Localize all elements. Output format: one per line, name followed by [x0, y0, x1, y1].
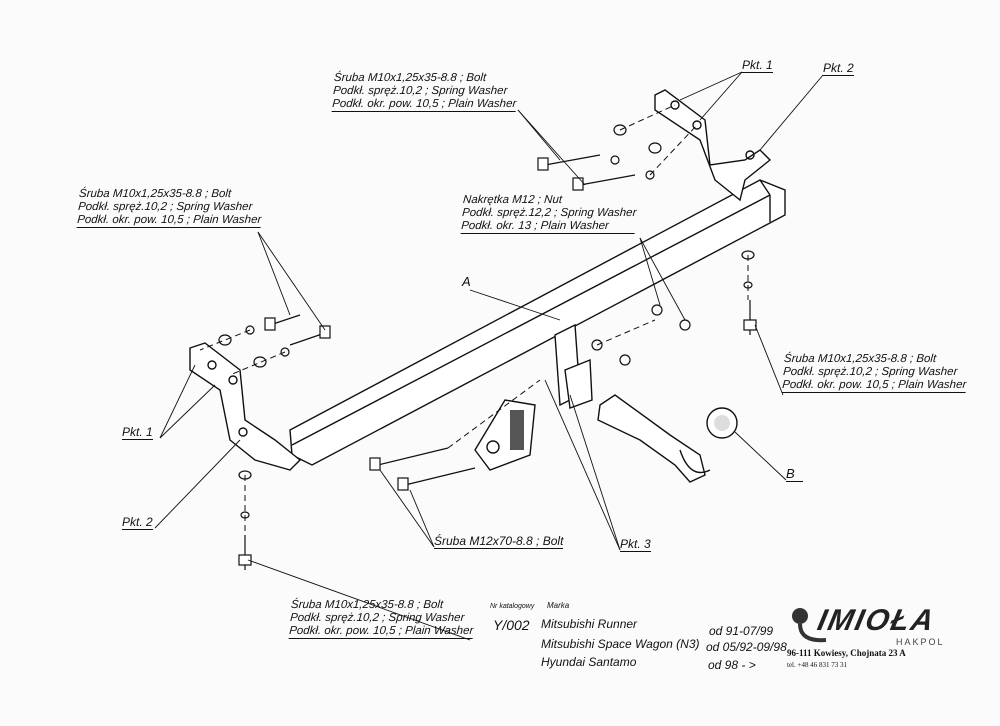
years-row-1: od 91-07/99 — [709, 624, 774, 638]
label-line: Podkł. okr. 13 ; Plain Washer — [460, 220, 636, 234]
header-catalog-number: Nr katalogowy — [490, 603, 535, 610]
label-line: Podkł. okr. pow. 10,5 ; Plain Washer — [288, 625, 474, 639]
socket-plate — [474, 399, 536, 471]
assembly-lines — [199, 104, 749, 535]
label-pkt1-top: Pkt. 1 — [742, 58, 773, 73]
header-make: Marka — [547, 601, 570, 610]
make-row-2: Mitsubishi Space Wagon (N3) — [541, 637, 700, 651]
bolts-and-washers — [218, 124, 757, 570]
label-line: Podkł. okr. pow. 10,5 ; Plain Washer — [781, 379, 967, 393]
label-line: Śruba M10x1,25x35-8.8 ; Bolt — [783, 353, 937, 365]
company-logo: IMIOŁA — [814, 604, 939, 637]
label-line: Podkł. okr. pow. 10,5 ; Plain Washer — [76, 214, 262, 228]
company-address: 96-111 Kowiesy, Chojnata 23 A — [787, 648, 906, 658]
label-line: Podkł. spręż.10,2 ; Spring Washer — [77, 201, 253, 213]
label-m12-bolt: Śruba M12x70-8.8 ; Bolt — [434, 534, 564, 549]
label-line: Nakrętka M12 ; Nut — [462, 194, 563, 206]
label-line: Podkł. spręż.10,2 ; Spring Washer — [782, 366, 958, 378]
leader-lines — [154, 71, 824, 641]
label-pkt2-left: Pkt. 2 — [122, 515, 153, 530]
label-part-a: A — [462, 274, 471, 289]
years-row-2: od 05/92-09/98 — [706, 640, 787, 654]
label-line: Śruba M10x1,25x35-8.8 ; Bolt — [290, 599, 444, 611]
company-phone: tel. +48 46 831 73 31 — [787, 661, 847, 669]
logo-hook-icon — [792, 608, 827, 643]
left-bracket — [189, 342, 302, 471]
label-line: Podkł. spręż.12,2 ; Spring Washer — [461, 207, 637, 219]
label-nut: Nakrętka M12 ; Nut Podkł. spręż.12,2 ; S… — [460, 194, 638, 234]
label-line: Podkł. okr. pow. 10,5 ; Plain Washer — [331, 98, 517, 112]
label-line: Śruba M10x1,25x35-8.8 ; Bolt — [78, 188, 232, 200]
catalog-number: Y/002 — [493, 617, 530, 633]
make-row-1: Mitsubishi Runner — [541, 617, 638, 631]
label-top-bolt: Śruba M10x1,25x35-8.8 ; Bolt Podkł. sprę… — [331, 72, 519, 112]
label-pkt1-left: Pkt. 1 — [122, 425, 153, 440]
label-right-bolt: Śruba M10x1,25x35-8.8 ; Bolt Podkł. sprę… — [781, 353, 969, 393]
label-pkt3: Pkt. 3 — [620, 537, 651, 552]
label-line: Podkł. spręż.10,2 ; Spring Washer — [289, 612, 465, 624]
center-plates — [554, 323, 593, 409]
years-row-3: od 98 - > — [708, 658, 756, 672]
label-left-bolt: Śruba M10x1,25x35-8.8 ; Bolt Podkł. sprę… — [76, 188, 264, 228]
right-bracket — [654, 89, 772, 202]
label-pkt2-top: Pkt. 2 — [823, 61, 854, 76]
label-line: Śruba M10x1,25x35-8.8 ; Bolt — [333, 72, 487, 84]
tow-ball-b — [597, 394, 738, 483]
label-bottom-bolt: Śruba M10x1,25x35-8.8 ; Bolt Podkł. sprę… — [288, 599, 476, 639]
company-subtitle: HAKPOL — [896, 637, 945, 647]
label-line: Podkł. spręż.10,2 ; Spring Washer — [332, 85, 508, 97]
label-part-b: B — [786, 466, 803, 482]
make-row-3: Hyundai Santamo — [541, 655, 637, 669]
